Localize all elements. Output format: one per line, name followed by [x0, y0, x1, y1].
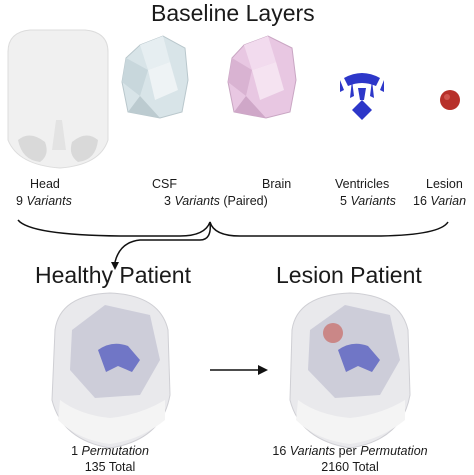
layer-label-csf: CSF: [152, 177, 177, 191]
brace-connector: [17, 219, 212, 263]
layer-label-brain: Brain: [262, 177, 292, 191]
layer-variants-ventricles: 5 Variants: [340, 194, 396, 208]
healthy-permutation-line: 1 Permutation: [71, 444, 149, 458]
lesion-patient-model: [289, 292, 411, 449]
lesion-total: 2160 Total: [321, 460, 379, 474]
healthy-patient-model: [51, 292, 171, 449]
layer-variants-head: 9 Variants: [16, 194, 72, 208]
lesion-permutation-line: 16 Variants per Permutation: [272, 444, 428, 458]
lesion-model-icon: [440, 90, 460, 110]
diagram-title: Baseline Layers: [151, 0, 315, 26]
layer-label-head: Head: [30, 177, 60, 191]
healthy-patient-title: Healthy Patient: [35, 262, 191, 288]
layer-label-lesion: Lesion: [426, 177, 463, 191]
ventricles-model-icon: [340, 73, 384, 120]
brain-model-icon: [227, 35, 297, 119]
healthy-total: 135 Total: [84, 460, 136, 474]
layer-variants-csf-brain: 3 Variants (Paired): [164, 194, 268, 208]
arrow-down-icon: [111, 262, 119, 270]
lesion-patient-title: Lesion Patient: [276, 262, 422, 288]
layer-label-ventricles: Ventricles: [335, 177, 390, 191]
head-model-icon: [7, 29, 109, 169]
layer-variants-lesion: 16 Varian: [413, 194, 467, 208]
brace-right-arm: [209, 221, 449, 237]
arrow-right-icon: [258, 365, 268, 375]
csf-model-icon: [121, 35, 189, 119]
